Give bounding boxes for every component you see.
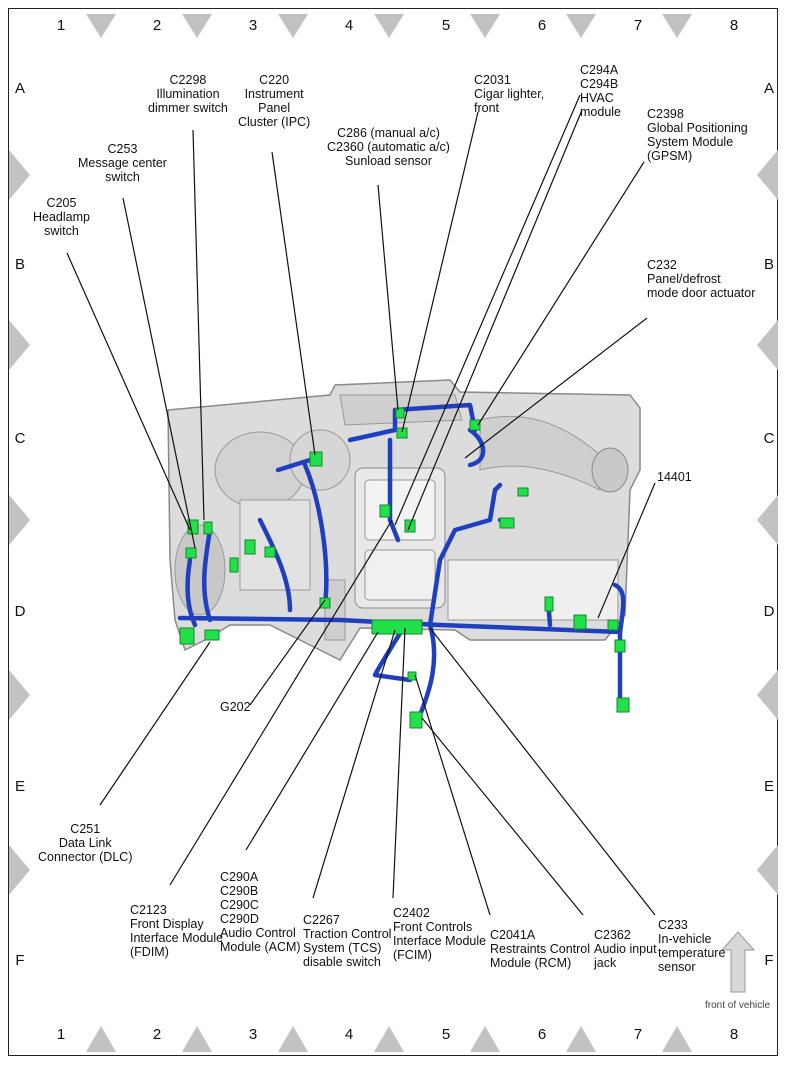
callout-c2298: C2298 Illumination dimmer switch <box>148 73 228 115</box>
grid-row-right: A <box>763 80 774 97</box>
grid-row-left: B <box>14 256 25 273</box>
grid-col-bottom: 1 <box>56 1026 66 1043</box>
callout-c2123: C2123 Front Display Interface Module (FD… <box>130 903 224 959</box>
grid-row-left: A <box>14 80 25 97</box>
grid-col-bottom: 5 <box>441 1026 451 1043</box>
callout-c290: C290A C290B C290C C290D Audio Control Mo… <box>220 870 301 954</box>
grid-col-top: 6 <box>537 17 547 34</box>
front-of-vehicle-arrow <box>720 931 756 993</box>
grid-col-bottom: 3 <box>248 1026 258 1043</box>
callout-c251: C251 Data Link Connector (DLC) <box>38 822 133 864</box>
callout-c2362: C2362 Audio input jack <box>594 928 657 970</box>
front-of-vehicle-label: front of vehicle <box>705 1000 771 1011</box>
callout-c294: C294A C294B HVAC module <box>580 63 621 119</box>
callout-c286: C286 (manual a/c) C2360 (automatic a/c) … <box>327 126 450 168</box>
grid-col-top: 7 <box>633 17 643 34</box>
grid-col-top: 4 <box>344 17 354 34</box>
grid-col-bottom: 2 <box>152 1026 162 1043</box>
grid-col-bottom: 4 <box>344 1026 354 1043</box>
callout-c2398: C2398 Global Positioning System Module (… <box>647 107 748 163</box>
callout-c2031: C2031 Cigar lighter, front <box>474 73 545 115</box>
callout-c253: C253 Message center switch <box>78 142 167 184</box>
callout-c232: C232 Panel/defrost mode door actuator <box>647 258 756 300</box>
callout-g202: G202 <box>220 700 251 714</box>
grid-col-top: 3 <box>248 17 258 34</box>
grid-col-top: 1 <box>56 17 66 34</box>
callout-c205: C205 Headlamp switch <box>33 196 90 238</box>
grid-row-right: D <box>763 603 775 620</box>
callout-c220: C220 Instrument Panel Cluster (IPC) <box>238 73 311 129</box>
grid-row-right: E <box>763 778 774 795</box>
instrument-panel <box>167 379 641 661</box>
grid-col-bottom: 7 <box>633 1026 643 1043</box>
callout-c233: C233 In-vehicle temperature sensor <box>658 918 726 974</box>
grid-row-right: C <box>763 430 775 447</box>
callout-c2402: C2402 Front Controls Interface Module (F… <box>393 906 487 962</box>
grid-row-right: F <box>764 952 774 969</box>
grid-row-left: F <box>15 952 25 969</box>
grid-col-bottom: 8 <box>729 1026 739 1043</box>
wiring-harness <box>177 402 626 718</box>
grid-row-left: C <box>14 430 26 447</box>
grid-row-left: D <box>14 603 26 620</box>
callout-c2041a: C2041A Restraints Control Module (RCM) <box>490 928 591 970</box>
callout-14401: 14401 <box>657 470 692 484</box>
grid-markers <box>9 14 778 1052</box>
grid-col-top: 5 <box>441 17 451 34</box>
grid-row-right: B <box>763 256 774 273</box>
grid-col-top: 2 <box>152 17 162 34</box>
grid-col-bottom: 6 <box>537 1026 547 1043</box>
leader-lines <box>66 94 656 916</box>
grid-col-top: 8 <box>729 17 739 34</box>
grid-row-left: E <box>14 778 25 795</box>
callout-c2267: C2267 Traction Control System (TCS) disa… <box>303 913 392 969</box>
